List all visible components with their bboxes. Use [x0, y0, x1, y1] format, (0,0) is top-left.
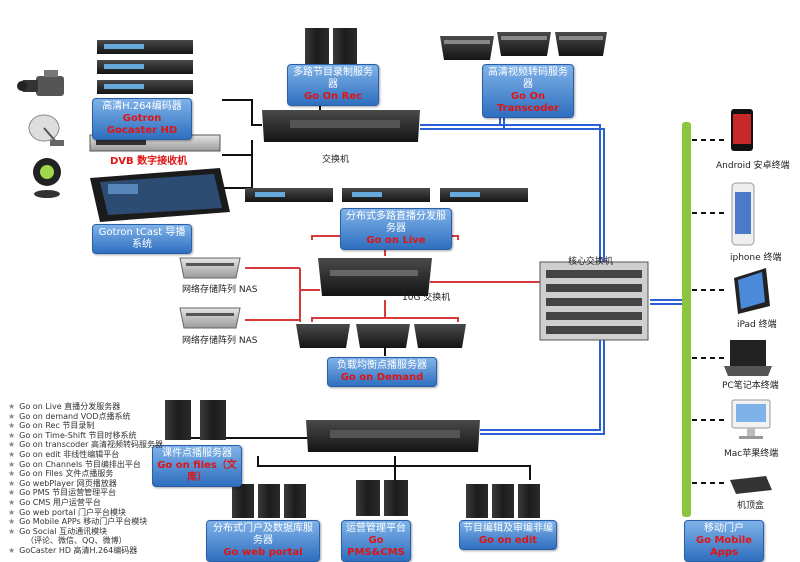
mobile-label-main: 移动门户 [704, 523, 744, 534]
mobile-label: 移动门户 Go Mobile Apps [684, 520, 764, 562]
legend-item: ★Go on Channels 节目编排出平台 [8, 459, 141, 469]
demand-label: 负载均衡点播服务器 Go on Demand [327, 357, 437, 387]
core-switch-label: 核心交换机 [568, 257, 614, 267]
ipad-icon [734, 268, 770, 314]
rec-tower-2 [333, 28, 357, 66]
terminal-mac-label: Mac苹果终端 [724, 449, 779, 459]
satellite-dish-icon [28, 114, 64, 146]
edit-label: 节目编辑及审编非编 Go on edit [459, 520, 557, 550]
terminal-stb-label: 机顶盒 [737, 501, 765, 511]
bottom-switch [306, 420, 480, 452]
iphone-icon [731, 182, 755, 246]
legend-item: ★Go on demand VOD点播系统 [8, 411, 131, 421]
files-label: 课件点播服务器 Go on files（文库） [152, 445, 242, 487]
tcast-label: Gotron tCast 导播系统 [92, 224, 192, 254]
mobile-label-sub: Go Mobile Apps [695, 535, 753, 558]
dvb-label: DVB 数字接收机 [110, 156, 188, 167]
live-label-main: 分布式多路直播分发服务器 [346, 211, 446, 234]
pms-tower-2 [384, 480, 408, 516]
laptop-icon [724, 340, 772, 376]
terminal-dashes [692, 139, 725, 484]
legend-item: ★Go on transcoder 高清视频转码服务器 [8, 440, 164, 450]
edit-tower-1 [466, 484, 488, 518]
transcoder-label: 高清视频转码服务器 Go On Transcoder [482, 64, 574, 118]
rec-tower-1 [305, 28, 329, 66]
terminal-ipad-label: iPad 终端 [737, 320, 777, 330]
legend-item: ★Go on edit 非线性编辑平台 [8, 449, 120, 459]
demand-label-sub: Go on Demand [340, 372, 424, 383]
rec-label: 多路节目录制服务器 Go On Rec [287, 64, 379, 106]
mobile-bar [682, 122, 691, 517]
webcam-icon [33, 158, 61, 198]
portal-tower-3 [284, 484, 306, 518]
legend-item: ★Go on Rec 节目录制 [8, 421, 95, 431]
demand-servers [296, 324, 466, 348]
files-tower-1 [165, 400, 191, 440]
encoder-label: 高清H.264编码器 Gotron Gocaster HD [92, 98, 192, 140]
imac-icon [731, 399, 771, 439]
nas1-label: 网络存储阵列 NAS [182, 285, 258, 295]
edit-label-main: 节目编辑及审编非编 [463, 523, 553, 534]
switch-label: 交换机 [322, 155, 350, 165]
transcoder-label-sub: Go On Transcoder [496, 91, 560, 114]
edit-tower-2 [492, 484, 514, 518]
portal-tower-2 [258, 484, 280, 518]
files-label-main: 课件点播服务器 [162, 448, 232, 459]
portal-label-sub: Go web portal [223, 547, 303, 558]
product-legend: ★Go on Live 直播分发服务器 ★Go on demand VOD点播系… [8, 402, 163, 556]
terminal-android-label: Android 安卓终端 [716, 161, 790, 171]
set-top-box-icon [730, 476, 772, 494]
legend-item: （评论、微信、QQ、微博） [26, 536, 127, 546]
demand-label-main: 负载均衡点播服务器 [337, 360, 427, 371]
switch-10g [318, 258, 432, 296]
legend-item: ★GoCaster HD 高清H.264编码器 [8, 545, 138, 555]
pms-tower-1 [356, 480, 380, 516]
encoder-label-main: 高清H.264编码器 [102, 101, 182, 112]
legend-item: ★Go PMS 节目运营管理平台 [8, 488, 117, 498]
legend-item: ★Go web portal 门户平台模块 [8, 507, 126, 517]
pms-label: 运营管理平台 Go PMS&CMS [341, 520, 411, 562]
transcoder-label-main: 高清视频转码服务器 [488, 67, 568, 90]
rec-label-main: 多路节目录制服务器 [293, 67, 373, 90]
legend-item: ★Go on Time-Shift 节目时移系统 [8, 430, 137, 440]
tcast-label-main: Gotron tCast 导播系统 [98, 227, 186, 250]
android-phone-icon [731, 109, 753, 151]
core-switch-chassis [539, 261, 649, 341]
legend-item: ★Go webPlayer 网页播放器 [8, 478, 117, 488]
switch10g-label: 10G 交换机 [402, 293, 451, 303]
live-servers [245, 188, 528, 202]
files-tower-2 [200, 400, 226, 440]
files-label-sub: Go on files（文库） [157, 460, 237, 483]
terminal-pc-label: PC笔记本终端 [722, 381, 779, 391]
legend-item: ★Go on Live 直播分发服务器 [8, 402, 121, 411]
legend-item: ★Go Mobile APPs 移动门户平台模块 [8, 517, 148, 527]
edit-tower-3 [518, 484, 540, 518]
camera-icon [17, 70, 64, 96]
live-label-sub: Go on Live [366, 235, 426, 246]
transcoder-servers [440, 32, 607, 60]
nas2-label: 网络存储阵列 NAS [182, 336, 258, 346]
pms-label-main: 运营管理平台 [346, 523, 406, 534]
tcast-device [90, 168, 230, 222]
portal-label: 分布式门户及数据库服务器 Go web portal [206, 520, 320, 562]
rec-label-sub: Go On Rec [303, 91, 363, 102]
portal-label-main: 分布式门户及数据库服务器 [213, 523, 313, 546]
legend-item: ★Go CMS 用户运营平台 [8, 497, 101, 507]
main-switch [262, 110, 420, 142]
portal-tower-1 [232, 484, 254, 518]
legend-item: ★Go Social 互动通讯模块 [8, 526, 108, 536]
nas-arrays [179, 257, 241, 329]
encoder-units [97, 40, 193, 94]
live-label: 分布式多路直播分发服务器 Go on Live [340, 208, 452, 250]
edit-label-sub: Go on edit [478, 535, 538, 546]
legend-item: ★Go on Files 文件点播服务 [8, 469, 114, 479]
terminal-iphone-label: iphone 终端 [730, 253, 782, 263]
encoder-label-sub: Gotron Gocaster HD [106, 113, 178, 136]
pms-label-sub: Go PMS&CMS [347, 535, 405, 558]
